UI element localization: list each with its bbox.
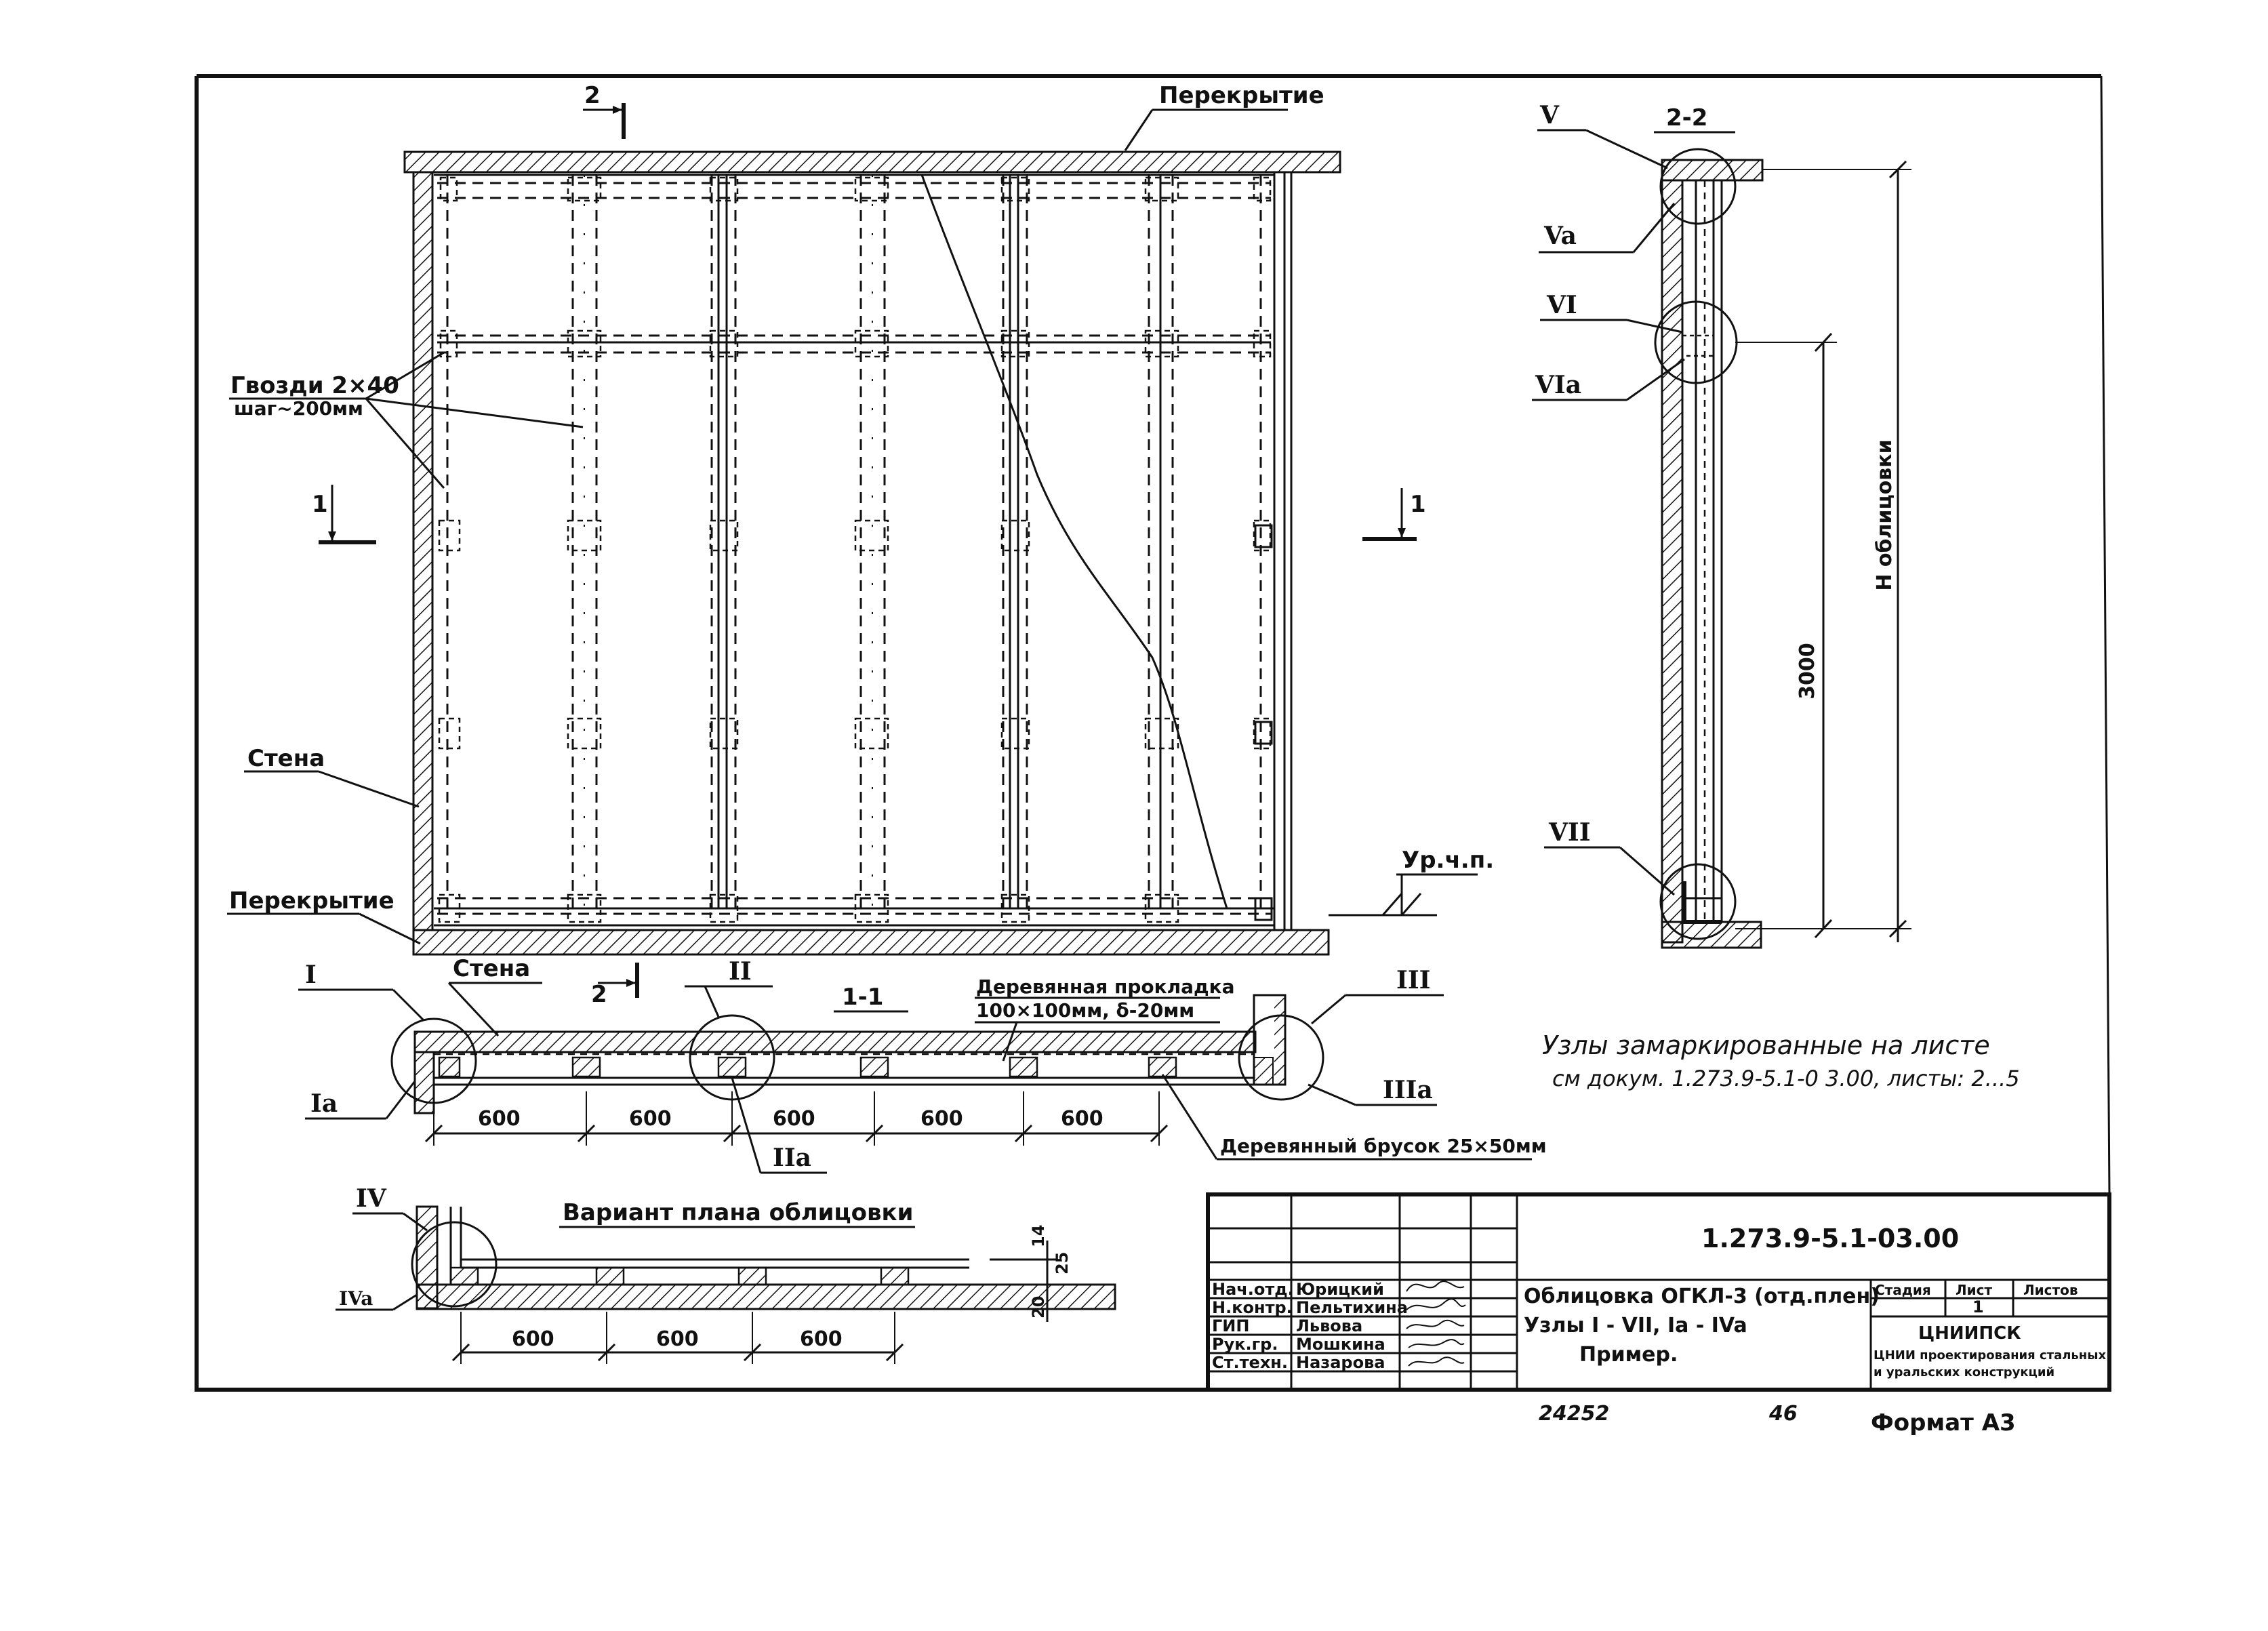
role-3: ГИП <box>1212 1316 1249 1335</box>
node-circle-VII <box>1659 863 1737 940</box>
desc-line-3: Пример. <box>1579 1343 1678 1367</box>
section-2-label-top: 2 <box>584 82 601 109</box>
wall-left <box>412 171 434 931</box>
node-circle-V <box>1659 148 1737 225</box>
node-III-label: III <box>1396 966 1431 994</box>
studs <box>446 175 1262 908</box>
bottom-number-2: 46 <box>1768 1402 1798 1426</box>
plan-dim-3: 600 <box>773 1107 815 1131</box>
name-1: Юрицкий <box>1296 1280 1384 1299</box>
section-1-label-right: 1 <box>1410 491 1426 518</box>
role-4: Рук.гр. <box>1212 1335 1278 1354</box>
node-IVa-label: IVa <box>339 1287 373 1310</box>
node-IIa-label: IIa <box>773 1144 811 1172</box>
nails-label-1: Гвозди 2×40 <box>230 372 399 399</box>
section-mark-1-left: 1 <box>312 485 376 544</box>
plan-dim-1: 600 <box>478 1107 521 1131</box>
node-Ia-label: Ia <box>310 1089 338 1118</box>
floor-level-mark: Ур.ч.п. <box>1329 847 1494 917</box>
node-VI-label: VI <box>1546 291 1577 319</box>
variant-plan: Вариант плана облицовки 14 25 20 600 600… <box>336 1184 1116 1364</box>
variant-dim-20: 20 <box>1029 1296 1048 1318</box>
variant-dim-3: 600 <box>800 1327 843 1351</box>
desc-line-1: Облицовка ОГКЛ-3 (отд.плен) <box>1524 1285 1880 1308</box>
floor-level-label: Ур.ч.п. <box>1402 847 1494 874</box>
variant-dim-14: 14 <box>1029 1225 1048 1247</box>
break-line <box>920 174 1228 909</box>
wood-pads <box>438 176 1272 923</box>
name-2: Пельтихина <box>1296 1298 1408 1317</box>
section-mark-1-right: 1 <box>1362 488 1426 541</box>
variant-dim-2: 600 <box>656 1327 699 1351</box>
node-IIIa-label: IIIa <box>1383 1076 1433 1104</box>
doc-code: 1.273.9-5.1-03.00 <box>1701 1224 1959 1253</box>
wall-label: Стена <box>247 745 325 772</box>
wood-bars <box>438 1056 1177 1078</box>
org-line-2: ЦНИИ проектирования стальных <box>1874 1348 2107 1363</box>
section-1-label-left: 1 <box>312 491 328 518</box>
ceiling-slab-bottom <box>412 929 1330 956</box>
node-VIa-label: VIa <box>1535 371 1581 399</box>
section-2-2-title: 2-2 <box>1666 104 1707 132</box>
sheet-number: 1 <box>1972 1297 1984 1316</box>
node-Va-label: Va <box>1543 222 1577 250</box>
nails-label-2: шаг~200мм <box>234 397 363 420</box>
elevation-view: 2 2 1 1 Перекрытие Гвозди 2×40 шаг~200мм <box>227 82 1494 1008</box>
dim-h-cladding: H облицовки <box>1873 439 1897 590</box>
variant-dim-1: 600 <box>512 1327 554 1351</box>
node-II-label: II <box>729 957 752 986</box>
bottom-number-1: 24252 <box>1539 1402 1609 1426</box>
role-2: Н.контр. <box>1212 1298 1293 1317</box>
sheets-header: Листов <box>2023 1282 2078 1298</box>
variant-dim-25: 25 <box>1053 1252 1072 1274</box>
node-VII-label: VII <box>1548 818 1591 847</box>
ceiling-label-top: Перекрытие <box>1159 82 1324 109</box>
section-mark-2-bottom: 2 <box>591 963 639 1008</box>
org-line-3: и уральских конструкций <box>1874 1365 2054 1380</box>
dim-3000: 3000 <box>1796 643 1819 700</box>
variant-title: Вариант плана облицовки <box>563 1199 913 1226</box>
format-label: Формат А3 <box>1871 1409 2016 1436</box>
sheet-header: Лист <box>1956 1282 1992 1298</box>
note-line-1: Узлы замаркированные на листе <box>1542 1030 1990 1060</box>
desc-line-2: Узлы I - VII, Ia - IVa <box>1524 1314 1747 1337</box>
name-5: Назарова <box>1296 1353 1385 1372</box>
stage-header: Стадия <box>1875 1282 1931 1298</box>
note-line-2: см докум. 1.273.9-5.1-0 3.00, листы: 2..… <box>1552 1066 2020 1091</box>
plan-1-1: 1-1 600 600 600 600 600 Сте <box>298 955 1547 1174</box>
pad-label-2: 100×100мм, δ-20мм <box>976 999 1194 1022</box>
plan-dim-5: 600 <box>1061 1107 1103 1131</box>
name-4: Мошкина <box>1296 1335 1385 1354</box>
node-IV-label: IV <box>356 1184 387 1213</box>
ceiling-label-bottom: Перекрытие <box>229 887 394 914</box>
node-circle-III <box>1238 1014 1324 1101</box>
name-3: Львова <box>1296 1316 1362 1335</box>
bar-label: Деревянный брусок 25×50мм <box>1220 1135 1547 1157</box>
node-I-label: I <box>305 961 317 989</box>
section-2-2: 2-2 3000 H облицовки V Va <box>1532 101 1911 949</box>
role-5: Ст.техн. <box>1212 1353 1288 1372</box>
title-block: 1.273.9-5.1-03.00 Нач.отд. Н.контр. ГИП … <box>1206 1192 2111 1436</box>
plan-dim-2: 600 <box>629 1107 672 1131</box>
role-1: Нач.отд. <box>1212 1280 1294 1299</box>
pad-label-1: Деревянная прокладка <box>976 975 1235 998</box>
plan-wall-label: Стена <box>453 955 530 982</box>
section-2-label-bottom: 2 <box>591 981 607 1008</box>
node-V-label: V <box>1539 101 1560 129</box>
ceiling-slab-top <box>403 150 1341 174</box>
org-line-1: ЦНИИПСК <box>1918 1323 2021 1344</box>
plan-1-1-title: 1-1 <box>842 984 883 1011</box>
section-mark-2-top: 2 <box>583 82 626 139</box>
node-circle-IV <box>411 1221 498 1308</box>
plan-dim-4: 600 <box>920 1107 963 1131</box>
signatures <box>1406 1281 1466 1367</box>
